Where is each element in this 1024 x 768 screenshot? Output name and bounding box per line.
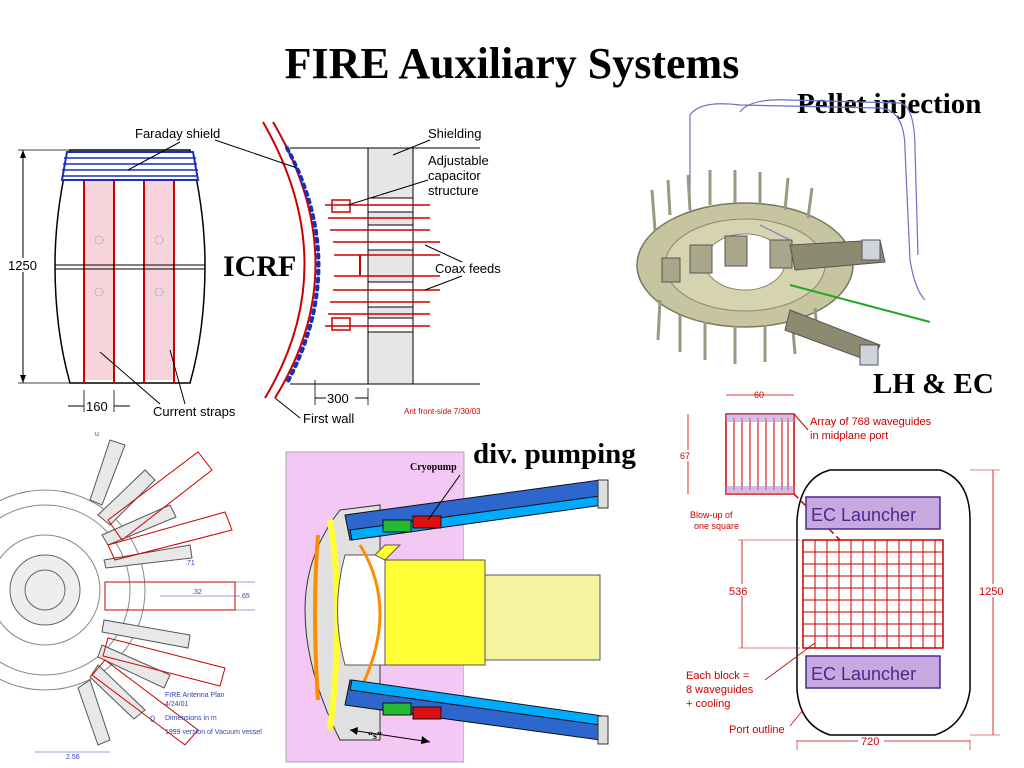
ec-launcher-bottom: [805, 655, 941, 689]
ec-launcher-top: [805, 496, 941, 530]
plan-note-4: 1999 version of Vacuum vessel: [165, 729, 262, 736]
slide-title: FIRE Auxiliary Systems: [284, 39, 740, 88]
first-wall-label: First wall: [303, 411, 354, 426]
dim-60-label: 60: [754, 390, 764, 400]
plan-65-label: .65: [240, 593, 250, 600]
antenna-plan-view: u .71 .32 .65 2.56 FIRE Antenna Plan 4/2…: [0, 431, 262, 762]
dim-536-label: 536: [729, 586, 747, 598]
blowup-label-2: one square: [694, 521, 739, 531]
lh-ec-launcher-diagram: 60 67 Array of 768 waveguides in midplan…: [678, 390, 1010, 750]
divertor-pumping-diagram: Cryopump “s”: [285, 451, 614, 763]
shielding-block: [367, 147, 414, 385]
s-dimension-label: “s”: [368, 731, 382, 742]
port-outline-label: Port outline: [729, 724, 785, 736]
plan-note-2: 4/24/01: [165, 701, 188, 708]
each-block-label-1: Each block =: [686, 670, 749, 682]
dim-720-label: 720: [861, 736, 879, 748]
plan-note-1: FIRE Antenna Plan: [165, 692, 225, 699]
strap-region-left: [84, 180, 114, 380]
array-label-2: in midplane port: [810, 430, 888, 442]
port-outline: [796, 469, 971, 736]
adjustable-label-2: capacitor: [428, 168, 481, 183]
array-label-1: Array of 768 waveguides: [810, 416, 932, 428]
adjustable-label-3: structure: [428, 183, 479, 198]
width-160-label: 160: [86, 399, 108, 414]
strap-region-right: [144, 180, 174, 380]
cryopump-label: Cryopump: [410, 462, 457, 473]
ec-launcher-top-label: EC Launcher: [811, 505, 916, 525]
ec-launcher-bottom-label: EC Launcher: [811, 664, 916, 684]
dim-67-label: 67: [680, 451, 690, 461]
plan-71-label: .71: [185, 560, 195, 567]
height-1250-label: 1250: [8, 258, 37, 273]
adjustable-label-1: Adjustable: [428, 153, 489, 168]
plan-note-3: Dimensions in m: [165, 715, 217, 722]
lh-ec-label: LH & EC: [873, 368, 994, 400]
icrf-antenna-front-view: 1250 160 Faraday shield Current straps: [6, 126, 236, 419]
each-block-label-2: 8 waveguides: [686, 684, 754, 696]
antenna-note: Ant front-side 7/30/03: [404, 407, 481, 416]
antenna-outline: [54, 149, 206, 384]
icrf-antenna-side-view: 300 Shielding Adjustable capacitor struc…: [214, 121, 501, 426]
plan-u-label: u: [95, 431, 99, 438]
dim-300-label: 300: [327, 391, 349, 406]
plan-zero-label: 0: [150, 714, 155, 724]
icrf-label: ICRF: [223, 250, 297, 283]
pellet-injection-model: [636, 99, 931, 366]
pellet-path: [789, 284, 931, 323]
shielding-label: Shielding: [428, 126, 482, 141]
lh-waveguide-grid: [802, 539, 944, 649]
each-block-label-3: + cooling: [686, 698, 730, 710]
blowup-label-1: Blow-up of: [690, 510, 733, 520]
waveguide-blowup: [725, 413, 795, 495]
pellet-injection-label: Pellet injection: [797, 88, 982, 120]
coax-feeds-label: Coax feeds: [435, 261, 501, 276]
plan-32-label: .32: [192, 589, 202, 596]
current-straps-label: Current straps: [153, 404, 236, 419]
dim-1250-label: 1250: [979, 586, 1003, 598]
div-pumping-label: div. pumping: [473, 438, 636, 470]
faraday-shield-label: Faraday shield: [135, 126, 220, 141]
plan-256-label: 2.56: [66, 754, 80, 761]
